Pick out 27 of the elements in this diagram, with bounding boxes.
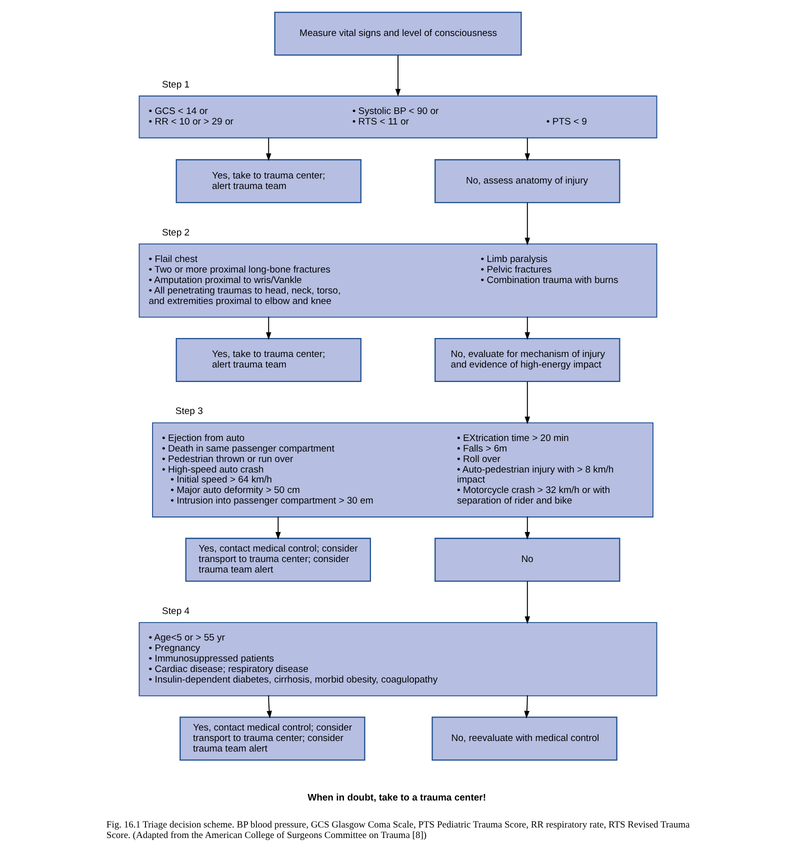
arrow	[524, 694, 530, 718]
arrow	[524, 202, 530, 246]
arrow	[524, 381, 530, 424]
arrow	[266, 316, 272, 340]
node-box: Yes, take to trauma center; alert trauma team	[176, 159, 362, 204]
arrow	[524, 316, 530, 340]
node-box: No, assess anatomy of injury	[434, 159, 620, 204]
arrow	[275, 516, 281, 540]
node-box: Measure vital signs and level of consciousness	[274, 12, 522, 56]
arrow	[524, 516, 530, 540]
node-label: Step 3	[175, 406, 203, 418]
node-label: Step 2	[162, 227, 190, 238]
node-box: Yes, take to trauma center; alert trauma team	[176, 338, 362, 382]
node-box: No, reevaluate with medical control	[432, 716, 618, 761]
arrow	[524, 137, 530, 161]
arrow	[266, 137, 272, 161]
node-label: Step 1	[162, 79, 190, 90]
label: When in doubt, take to a trauma center!	[308, 792, 486, 804]
node-box: No, evaluate for mechanism of injury and evidence of high-energy impact	[434, 338, 620, 382]
node-label: Step 4	[162, 606, 190, 618]
node-box: No	[434, 538, 620, 582]
arrow	[266, 694, 272, 718]
arrow	[395, 54, 401, 96]
node-box: Yes, contact medical control; consider transport to trauma center; consider trauma team alert	[185, 538, 371, 582]
caption: Fig. 16.1 Triage decision scheme. BP blood pressure, GCS Glasgow Coma Scale, PTS Pediatric Trauma Score, RR respiratory rate, RTS Revised Trauma Score. (Adapted from the American College of Surgeons Committee on Trauma [8])	[106, 820, 690, 842]
arrow	[524, 580, 530, 624]
node-box: Yes, contact medical control; consider transport to trauma center; consider trauma team alert	[180, 716, 366, 761]
